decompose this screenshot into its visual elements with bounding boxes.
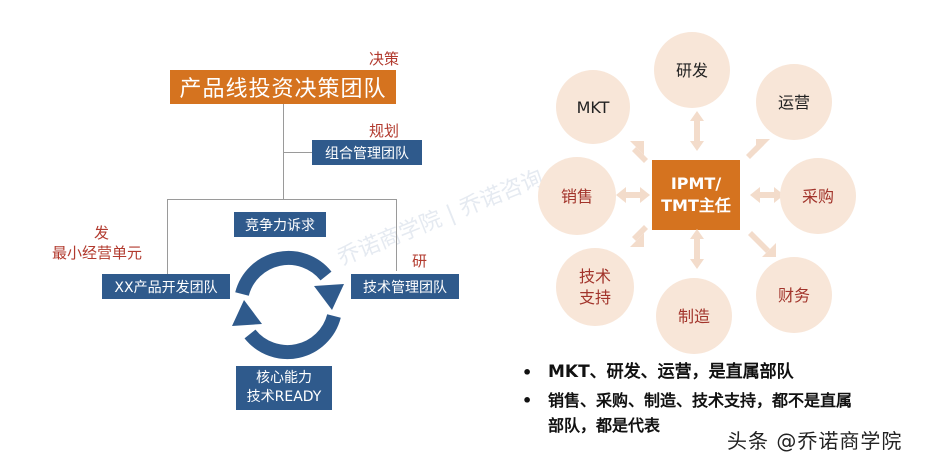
node-rd: 研发 [654,32,730,108]
role-label-dev: 发 [94,224,110,242]
note-item-representative: • 销售、采购、制造、技术支持，都不是直属 [522,388,852,413]
competitiveness-demand-box: 竞争力诉求 [234,212,326,237]
connector-left-drop [167,199,168,275]
watermark: 乔诺商学院 | 乔诺咨询 [334,165,548,272]
bullet-spacer [522,413,548,438]
core-capability-box: 核心能力 技术READY [236,366,332,410]
role-label-research: 研 [412,252,428,270]
node-tech-support-label-2: 支持 [578,288,611,307]
role-label-decision: 决策 [369,50,400,68]
node-finance: 财务 [756,257,832,333]
connection-arrows-icon [616,111,784,269]
node-tech-support-label-1: 技术 [578,267,611,286]
node-tech-support: 技术 支持 [556,248,634,326]
ipmt-line1: IPMT/ [670,174,722,193]
connector-right-drop [396,199,397,271]
core-capability-line2: 技术READY [246,389,322,405]
role-label-planning: 规划 [369,122,400,140]
node-rd-label: 研发 [675,60,708,80]
note-item-representative-cont: 部队，都是代表 [522,413,852,438]
node-purchase-label: 采购 [801,186,834,206]
tech-management-team-box: 技术管理团队 [351,274,459,299]
note-text: 销售、采购、制造、技术支持，都不是直属 [548,391,853,410]
note-item-direct: • MKT、研发、运营，是直属部队 [522,360,852,385]
node-manufacturing: 制造 [656,278,732,354]
node-purchase: 采购 [780,158,856,234]
node-ops-label: 运营 [777,92,810,112]
node-sales-label: 销售 [560,186,593,206]
node-mkt-label: MKT [576,97,610,117]
notes-list: • MKT、研发、运营，是直属部队 • 销售、采购、制造、技术支持，都不是直属 … [522,360,852,438]
node-finance-label: 财务 [777,285,810,305]
note-text: 部队，都是代表 [548,416,661,435]
node-mkt: MKT [556,70,630,144]
cycle-arrows-icon [232,250,344,360]
portfolio-management-team-box: 组合管理团队 [312,140,422,165]
node-manufacturing-label: 制造 [677,306,710,326]
ipmt-director-box: IPMT/ TMT主任 [652,160,740,230]
role-label-min-unit: 最小经营单元 [52,244,143,262]
node-ops: 运营 [756,64,832,140]
connector-to-portfolio [283,152,313,153]
connector-horizontal-branch [167,199,397,200]
investment-decision-team-box: 产品线投资决策团队 [170,70,396,104]
bullet-icon: • [522,391,533,410]
core-capability-line1: 核心能力 [256,370,312,386]
bullet-icon: • [522,363,533,382]
product-dev-team-box: XX产品开发团队 [102,274,230,299]
node-sales: 销售 [538,157,616,235]
ipmt-line2: TMT主任 [661,196,731,215]
source-watermark: 头条 @乔诺商学院 [727,429,903,453]
note-text: MKT、研发、运营，是直属部队 [548,362,794,382]
